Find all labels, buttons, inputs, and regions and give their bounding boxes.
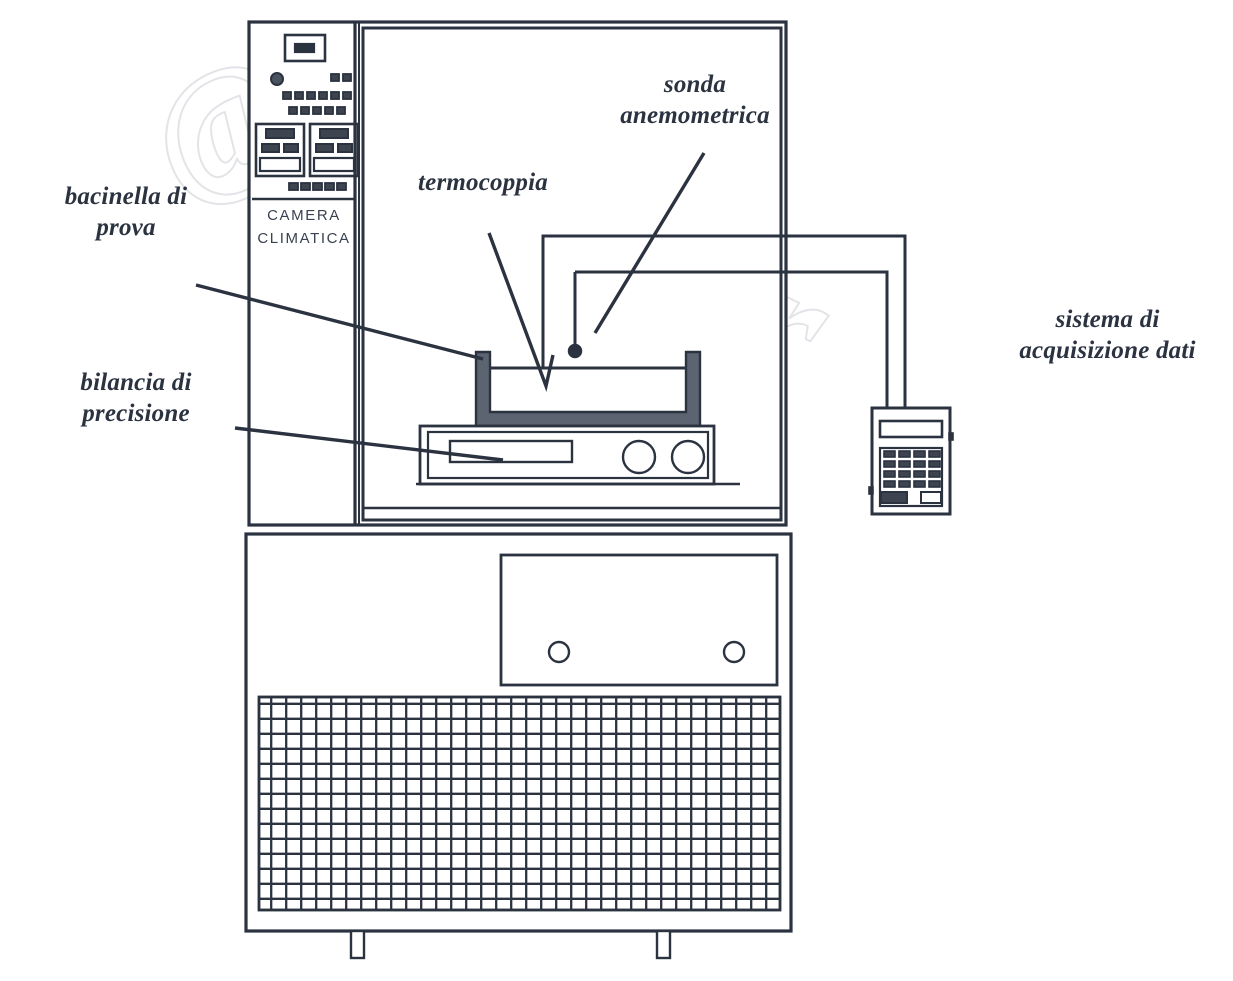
balance-knob xyxy=(670,439,706,475)
panel-button xyxy=(330,91,340,100)
panel-button xyxy=(300,106,310,115)
instrument-cable-run xyxy=(541,234,907,408)
panel-button xyxy=(336,106,346,115)
panel-button xyxy=(312,106,322,115)
label-sistema-acquisizione-dati: sistema di acquisizione dati xyxy=(1019,306,1196,364)
pointer-bilancia xyxy=(234,426,504,462)
daq-side-port xyxy=(948,432,954,441)
daq-keypad-area xyxy=(878,446,944,508)
panel-button xyxy=(282,91,292,100)
panel-button xyxy=(294,91,304,100)
power-led-icon xyxy=(270,72,284,86)
control-display xyxy=(283,33,327,63)
control-module xyxy=(308,122,360,178)
cabinet-door-knob xyxy=(547,640,571,664)
thermocouple-wire xyxy=(487,232,555,392)
panel-button xyxy=(318,91,328,100)
label-bilancia-di-precisione: bilancia di precisione xyxy=(80,369,192,427)
panel-button xyxy=(330,73,340,82)
control-module-segment xyxy=(319,128,349,139)
control-module-button xyxy=(312,156,356,173)
control-display-inner xyxy=(293,42,316,54)
ventilation-grille-frame xyxy=(257,695,782,912)
cabinet-door-panel xyxy=(499,553,779,687)
panel-button xyxy=(306,91,316,100)
label-bacinella-di-prova: bacinella di prova xyxy=(64,183,188,241)
pointer-sonda xyxy=(593,152,706,334)
panel-button xyxy=(312,182,323,191)
balance-knob xyxy=(621,439,657,475)
daq-function-key xyxy=(880,491,908,504)
label-camera-climatica: CAMERA CLIMATICA xyxy=(257,207,351,247)
pointer-bacinella xyxy=(195,283,484,361)
panel-button xyxy=(288,106,298,115)
cabinet-door-knob xyxy=(722,640,746,664)
label-sonda-anemometrica: sonda anemometrica xyxy=(620,71,770,129)
panel-button xyxy=(342,91,352,100)
panel-button xyxy=(300,182,311,191)
panel-button xyxy=(342,73,352,82)
panel-button xyxy=(288,182,299,191)
daq-keypad xyxy=(883,450,941,488)
control-module-button xyxy=(258,156,302,173)
control-module-segment xyxy=(283,143,299,153)
anemometer-probe-tip xyxy=(567,343,583,359)
panel-button xyxy=(324,106,334,115)
cabinet-foot xyxy=(349,929,366,960)
control-module-segment xyxy=(315,143,334,153)
control-module xyxy=(254,122,306,178)
label-termocoppia: termocoppia xyxy=(418,169,548,196)
balance-display xyxy=(448,439,574,464)
anemometer-probe-cable-run xyxy=(575,270,889,408)
panel-button xyxy=(324,182,335,191)
control-module-segment xyxy=(337,143,353,153)
daq-enter-key xyxy=(920,491,942,504)
ventilation-grille xyxy=(257,695,782,912)
daq-display xyxy=(878,419,944,439)
daq-side-port xyxy=(868,486,874,495)
control-module-segment xyxy=(261,143,280,153)
panel-button xyxy=(336,182,347,191)
control-module-segment xyxy=(265,128,295,139)
cabinet-foot xyxy=(655,929,672,960)
